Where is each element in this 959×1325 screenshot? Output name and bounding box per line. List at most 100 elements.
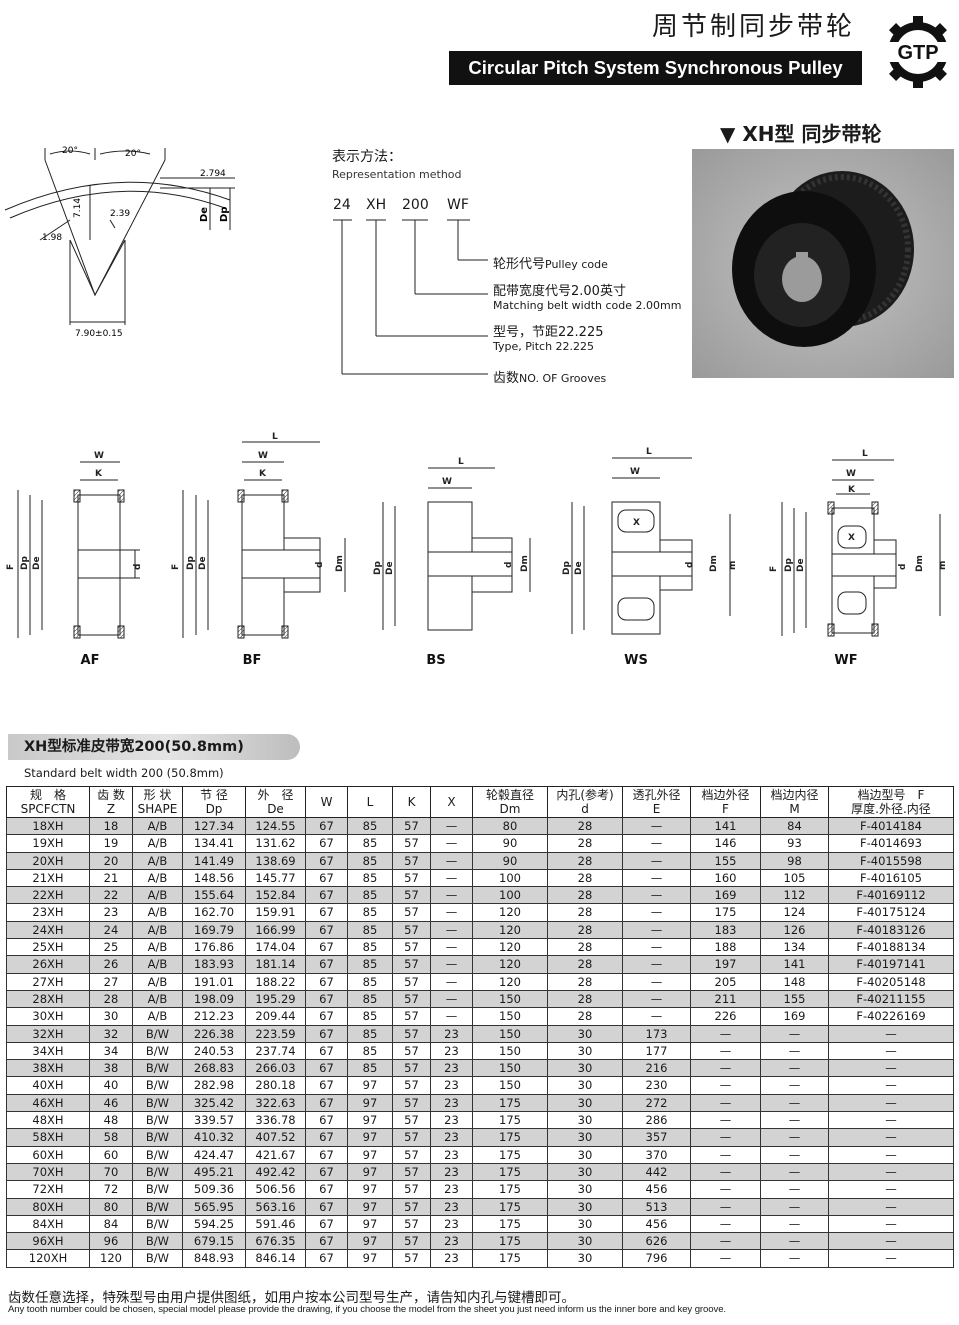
- table-cell: 183.93: [182, 955, 246, 974]
- shape-label-bs: BS: [426, 653, 445, 668]
- table-cell: 57: [392, 886, 431, 905]
- code-width: 200: [402, 197, 429, 213]
- table-cell: 134.41: [182, 834, 246, 853]
- table-cell: B/W: [132, 1111, 183, 1130]
- table-cell: A/B: [132, 972, 183, 991]
- table-cell: —: [430, 903, 473, 922]
- table-cell: 67: [305, 938, 348, 957]
- table-cell: 30: [547, 1093, 623, 1113]
- bs-l: L: [458, 457, 464, 467]
- table-cell: 97: [347, 1128, 393, 1147]
- table-cell: —: [760, 1180, 829, 1199]
- table-cell: 30: [547, 1214, 623, 1234]
- table-cell: 19XH: [6, 834, 90, 853]
- table-cell: 160: [690, 868, 761, 888]
- table-cell: A/B: [132, 1007, 183, 1026]
- table-cell: 67: [305, 972, 348, 991]
- table-cell: 24XH: [6, 920, 90, 940]
- bs-dm: Dm: [520, 555, 530, 572]
- table-cell: 226: [690, 1007, 761, 1026]
- table-cell: B/W: [132, 1076, 183, 1095]
- table-cell: 28: [89, 989, 133, 1009]
- wf-x: X: [848, 533, 855, 543]
- table-cell: —: [622, 972, 691, 991]
- table-cell: 120: [472, 972, 548, 991]
- table-cell: 30XH: [6, 1007, 90, 1026]
- table-cell: 57: [392, 1007, 431, 1026]
- table-cell: 492.42: [245, 1162, 306, 1182]
- table-cell: 28: [547, 868, 623, 888]
- table-cell: 30: [547, 1162, 623, 1182]
- legend-pulley-code: 轮形代号Pulley code: [493, 257, 608, 272]
- table-cell: 57: [392, 1180, 431, 1199]
- table-cell: 141: [690, 816, 761, 836]
- table-cell: —: [690, 1041, 761, 1061]
- table-cell: 85: [347, 886, 393, 905]
- table-cell: 513: [622, 1197, 691, 1216]
- shape-ws: [571, 457, 731, 635]
- table-cell: 240.53: [182, 1041, 246, 1061]
- table-cell: 18XH: [6, 816, 90, 836]
- table-cell: 30: [547, 1059, 623, 1078]
- table-cell: 145.77: [245, 868, 306, 888]
- table-cell: 105: [760, 868, 829, 888]
- table-cell: 80: [472, 816, 548, 836]
- table-cell: —: [690, 1145, 761, 1164]
- table-cell: B/W: [132, 1249, 183, 1268]
- table-cell: —: [760, 1197, 829, 1216]
- table-cell: —: [690, 1162, 761, 1182]
- table-cell: 34: [89, 1041, 133, 1061]
- table-cell: 226.38: [182, 1024, 246, 1043]
- table-cell: —: [828, 1145, 954, 1164]
- table-cell: A/B: [132, 938, 183, 957]
- table-cell: 150: [472, 1059, 548, 1078]
- table-cell: 67: [305, 1180, 348, 1199]
- table-cell: —: [430, 920, 473, 940]
- ws-w: W: [630, 467, 640, 477]
- table-cell: 175: [472, 1249, 548, 1268]
- table-cell: B/W: [132, 1059, 183, 1078]
- table-cell: —: [430, 868, 473, 888]
- table-cell: 67: [305, 886, 348, 905]
- table-cell: 80XH: [6, 1197, 90, 1216]
- column-header-sub: M: [789, 802, 800, 816]
- pulley-photo: [692, 149, 954, 378]
- table-cell: 169.79: [182, 920, 246, 940]
- table-cell: 97: [347, 1162, 393, 1182]
- table-cell: 30: [547, 1128, 623, 1147]
- table-cell: —: [622, 851, 691, 870]
- table-cell: 100: [472, 886, 548, 905]
- table-cell: 57: [392, 1249, 431, 1268]
- table-cell: —: [430, 955, 473, 974]
- representation-title-en: Representation method: [332, 168, 462, 181]
- table-cell: 30: [547, 1024, 623, 1043]
- table-cell: 58XH: [6, 1128, 90, 1147]
- table-cell: 25: [89, 938, 133, 957]
- table-cell: 23: [430, 1059, 473, 1078]
- table-cell: —: [828, 1093, 954, 1113]
- table-cell: 60XH: [6, 1145, 90, 1164]
- table-cell: 205: [690, 972, 761, 991]
- table-cell: 57: [392, 1059, 431, 1078]
- af-de: De: [32, 556, 42, 570]
- table-cell: 25XH: [6, 938, 90, 957]
- table-cell: 67: [305, 1128, 348, 1147]
- table-cell: —: [622, 903, 691, 922]
- table-cell: 97: [347, 1214, 393, 1234]
- table-cell: 57: [392, 903, 431, 922]
- table-cell: 38XH: [6, 1059, 90, 1078]
- table-cell: 339.57: [182, 1111, 246, 1130]
- table-cell: 175: [472, 1145, 548, 1164]
- table-cell: —: [760, 1093, 829, 1113]
- table-cell: 57: [392, 920, 431, 940]
